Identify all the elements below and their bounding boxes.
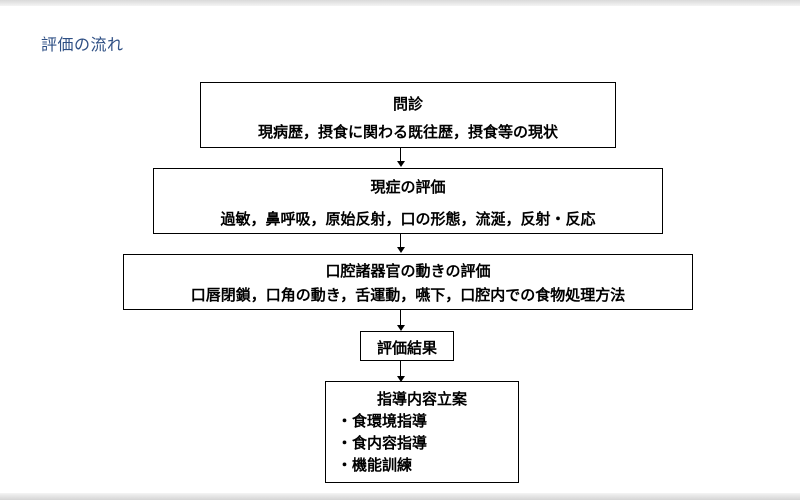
connector-line bbox=[400, 234, 401, 248]
down-arrow-icon bbox=[397, 161, 405, 167]
bottom-divider bbox=[0, 493, 800, 500]
oral-function-detail: 口唇閉鎖，口角の動き，舌運動，嚥下，口腔内での食物処理方法 bbox=[190, 286, 626, 304]
current-symptoms-detail: 過敏，鼻呼吸，原始反射，口の形態，流涎，反射・反応 bbox=[220, 210, 596, 228]
connector-line bbox=[400, 148, 401, 162]
down-arrow-icon bbox=[397, 325, 405, 331]
oral-function-box: 口腔諸器官の動きの評価 口唇閉鎖，口角の動き，舌運動，嚥下，口腔内での食物処理方… bbox=[123, 254, 693, 310]
interview-detail: 現病歴，摂食に関わる既往歴，摂食等の現状 bbox=[257, 123, 558, 141]
guidance-plan-box: 指導内容立案 ・食環境指導 ・食内容指導 ・機能訓練 bbox=[325, 381, 519, 483]
interview-box: 問診 現病歴，摂食に関わる既往歴，摂食等の現状 bbox=[200, 82, 616, 148]
guidance-item: ・機能訓練 bbox=[337, 456, 413, 474]
slide-title: 評価の流れ bbox=[41, 35, 124, 54]
result-box: 評価結果 bbox=[360, 331, 454, 361]
guidance-plan-heading: 指導内容立案 bbox=[376, 390, 467, 408]
connector-line bbox=[400, 361, 401, 377]
down-arrow-icon bbox=[397, 376, 405, 382]
guidance-item: ・食環境指導 bbox=[337, 412, 428, 430]
result-heading: 評価結果 bbox=[376, 339, 437, 357]
connector-line bbox=[400, 310, 401, 326]
guidance-plan-items: ・食環境指導 ・食内容指導 ・機能訓練 bbox=[337, 410, 427, 476]
current-symptoms-box: 現症の評価 過敏，鼻呼吸，原始反射，口の形態，流涎，反射・反応 bbox=[153, 168, 663, 234]
down-arrow-icon bbox=[397, 247, 405, 253]
oral-function-heading: 口腔諸器官の動きの評価 bbox=[325, 262, 491, 280]
interview-heading: 問診 bbox=[392, 95, 423, 113]
top-divider bbox=[0, 0, 800, 6]
current-symptoms-heading: 現症の評価 bbox=[370, 178, 446, 196]
guidance-item: ・食内容指導 bbox=[337, 434, 428, 452]
